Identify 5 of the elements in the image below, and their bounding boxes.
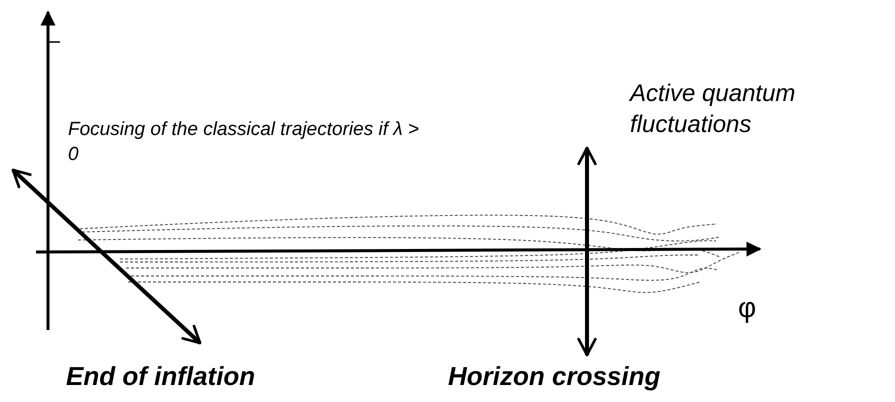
- annotation-text: Active quantum fluctuations: [630, 79, 796, 140]
- axis-label: φ: [738, 291, 758, 325]
- event-label: Horizon crossing: [448, 360, 662, 393]
- annotation-text: Focusing of the classical trajectories if λ > 0: [68, 118, 420, 167]
- event-label: End of inflation: [66, 360, 256, 393]
